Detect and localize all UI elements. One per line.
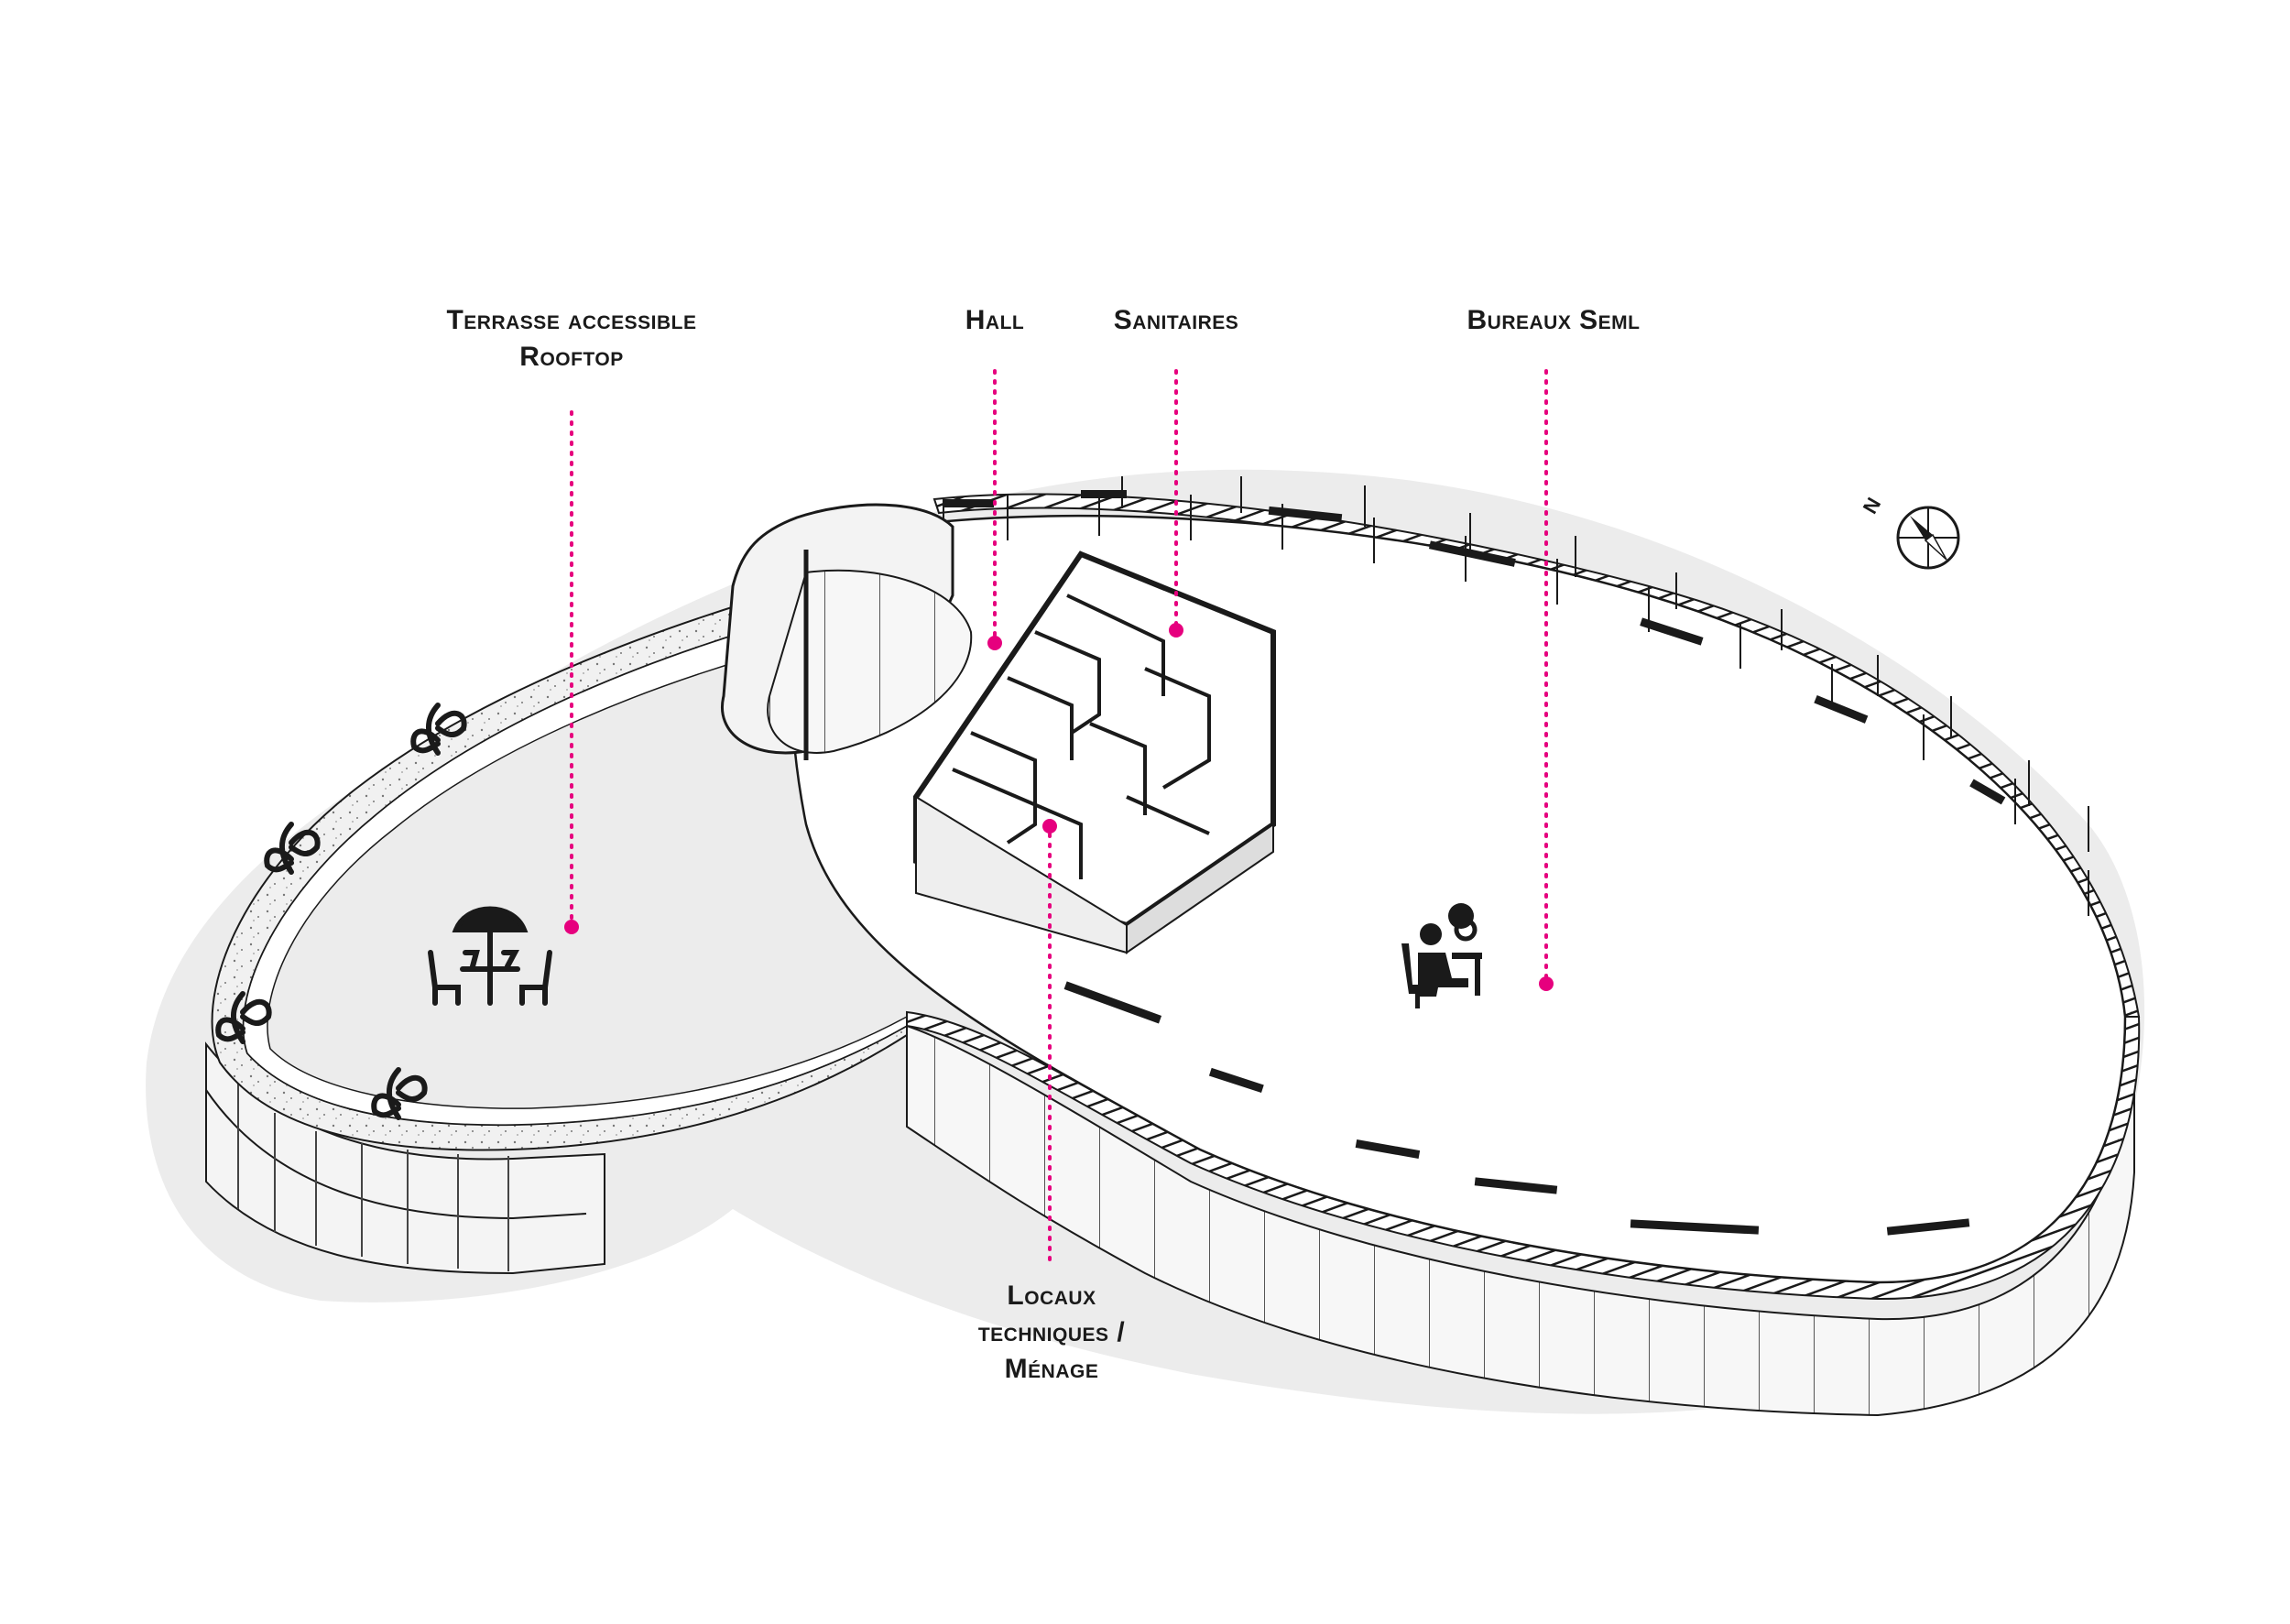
label-bureaux: Bureaux Seml [1467, 302, 1640, 339]
leader-dots [564, 623, 1554, 991]
leader-lines [570, 369, 1548, 1261]
stair-core [721, 503, 973, 760]
label-locaux: Locaux techniques / Ménage [978, 1278, 1125, 1388]
label-bureaux-text: Bureaux Seml [1467, 305, 1641, 335]
label-terrasse-line1: Terrasse accessible [446, 305, 697, 335]
label-locaux-line3: Ménage [1004, 1354, 1099, 1384]
label-hall: Hall [965, 302, 1025, 339]
plant-icon [371, 1067, 428, 1120]
label-sanitaires: Sanitaires [1114, 302, 1239, 339]
label-locaux-line2: techniques / [977, 1317, 1126, 1347]
label-hall-text: Hall [965, 305, 1025, 335]
plant-icon [264, 822, 321, 875]
compass-icon [1896, 506, 1960, 570]
plant-icon [215, 991, 272, 1044]
plant-icon [410, 703, 467, 756]
office-worker-icon [1401, 903, 1482, 1008]
cafe-table-icon [428, 906, 552, 1006]
label-sanitaires-text: Sanitaires [1113, 305, 1239, 335]
label-terrasse: Terrasse accessible Rooftop [446, 302, 696, 376]
label-locaux-line1: Locaux [1007, 1281, 1096, 1311]
sanitary-core [913, 550, 1276, 954]
label-terrasse-line2: Rooftop [519, 342, 624, 372]
